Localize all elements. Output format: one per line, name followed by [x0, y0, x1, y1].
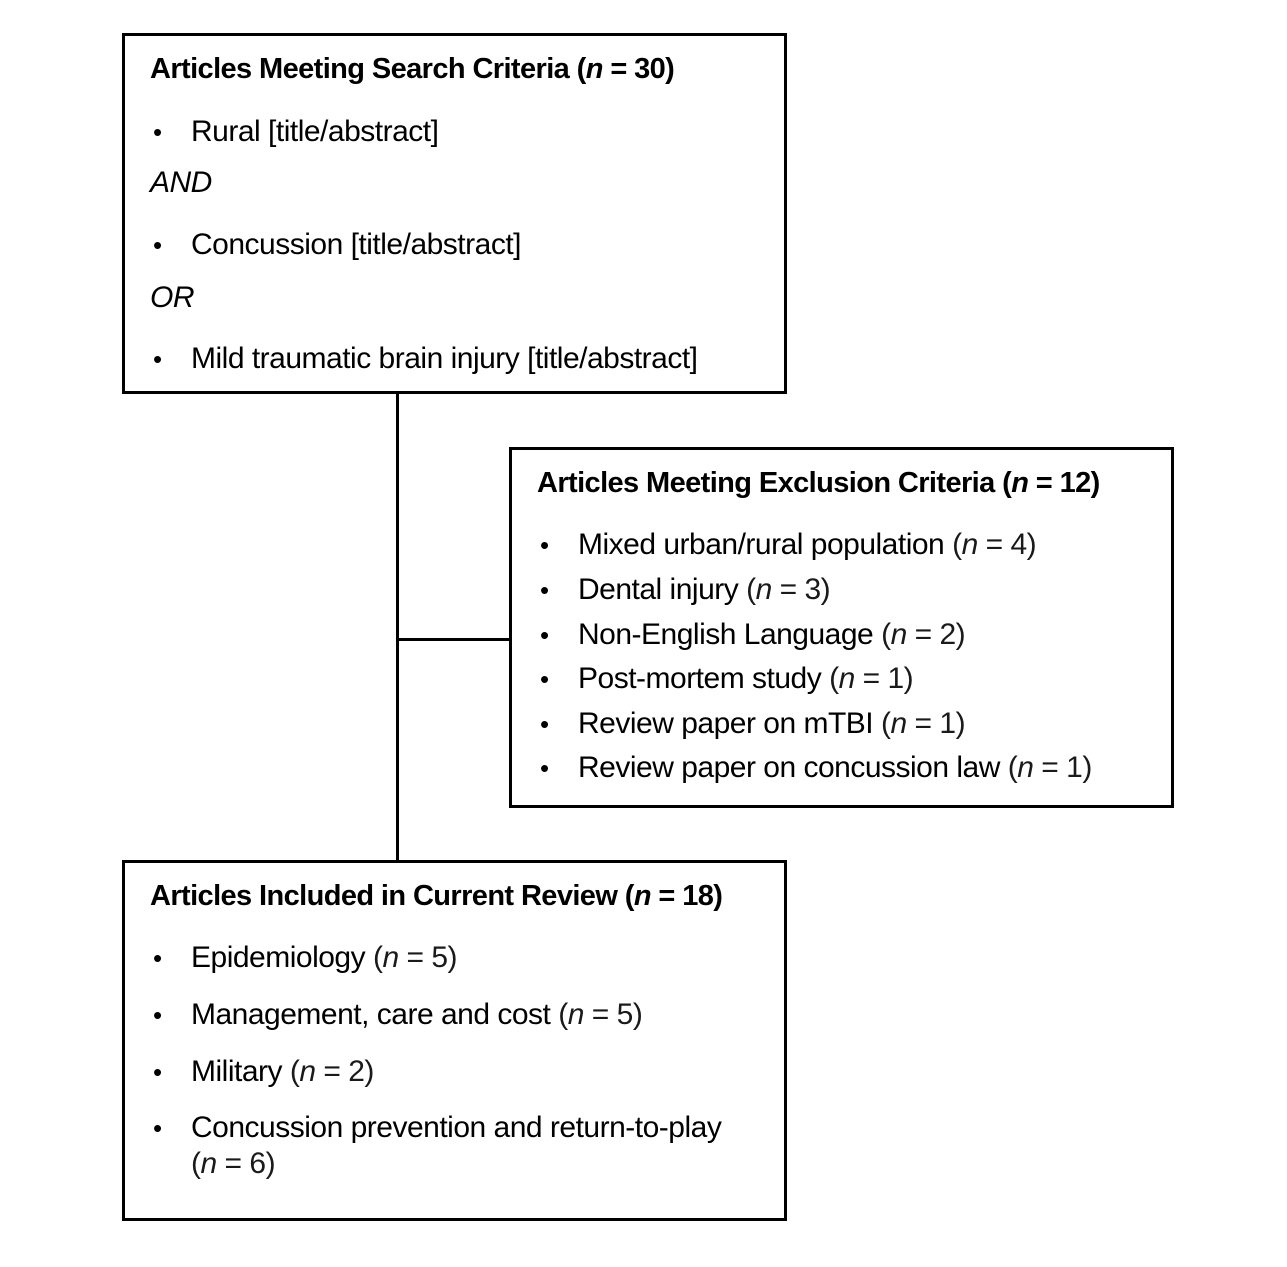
list-item: • Mild traumatic brain injury [title/abs… [153, 341, 698, 377]
search-item-mtbi: Mild traumatic brain injury [title/abstr… [191, 342, 698, 375]
bullet: • [540, 575, 549, 605]
exclusion-title-text: Articles Meeting Exclusion Criteria [537, 467, 995, 499]
horizontal-connector [397, 638, 511, 641]
included-item-count: = 6 [224, 1147, 267, 1180]
included-item-label: Concussion prevention and return-to-play [191, 1111, 722, 1144]
exclusion-item-label: Review paper on mTBI [578, 707, 874, 740]
list-item: • Concussion [title/abstract] [153, 227, 522, 263]
list-item: • Dental injury (n = 3) [540, 573, 831, 606]
bullet: • [540, 530, 549, 560]
bullet: • [153, 1057, 162, 1087]
bullet: • [153, 943, 162, 973]
exclusion-item-count: = 4 [985, 528, 1028, 561]
list-item: • Concussion prevention and return-to-pl… [153, 1111, 722, 1180]
bullet: • [153, 117, 162, 147]
included-count-value: = 18 [658, 880, 714, 912]
included-count-var: n [633, 880, 652, 912]
exclusion-criteria-title: Articles Meeting Exclusion Criteria (n =… [537, 467, 1100, 499]
search-item-concussion: Concussion [title/abstract] [191, 228, 522, 261]
included-item-label: Management, care and cost [191, 998, 551, 1031]
included-item-label: Epidemiology [191, 941, 366, 974]
bullet: • [153, 1000, 162, 1030]
search-count-var: n [585, 53, 604, 85]
list-item: • Non-English Language (n = 2) [540, 618, 966, 651]
exclusion-item-count: = 1 [862, 662, 905, 695]
included-review-box: Articles Included in Current Review (n =… [122, 860, 787, 1221]
exclusion-count-value: = 12 [1035, 467, 1091, 499]
list-item: • Management, care and cost (n = 5) [153, 998, 643, 1031]
search-title-text: Articles Meeting Search Criteria [150, 53, 570, 85]
exclusion-item-count: = 3 [779, 573, 822, 606]
included-item-count: = 2 [323, 1055, 365, 1088]
included-title-text: Articles Included in Current Review [150, 880, 618, 912]
exclusion-item-label: Review paper on concussion law [578, 751, 1000, 784]
exclusion-criteria-box: Articles Meeting Exclusion Criteria (n =… [509, 447, 1174, 808]
logic-or: OR [150, 281, 195, 314]
bullet: • [540, 753, 549, 783]
exclusion-count-var: n [1011, 467, 1029, 499]
bullet: • [540, 620, 549, 650]
search-item-rural: Rural [title/abstract] [191, 115, 439, 148]
search-count-value: = 30 [610, 53, 666, 85]
bullet: • [153, 230, 162, 260]
included-item-label: Military [191, 1055, 283, 1088]
list-item: • Mixed urban/rural population (n = 4) [540, 528, 1037, 561]
included-review-title: Articles Included in Current Review (n =… [150, 880, 723, 912]
exclusion-item-label: Dental injury [578, 573, 739, 606]
bullet: • [540, 664, 549, 694]
exclusion-item-label: Post-mortem study [578, 662, 822, 695]
bullet: • [153, 344, 162, 374]
exclusion-item-label: Non-English Language [578, 618, 874, 651]
search-criteria-title: Articles Meeting Search Criteria (n = 30… [150, 53, 675, 85]
included-item-count: = 5 [406, 941, 448, 974]
list-item: • Post-mortem study (n = 1) [540, 662, 914, 695]
list-item: • Epidemiology (n = 5) [153, 941, 458, 974]
exclusion-item-count: = 2 [914, 618, 957, 651]
search-criteria-box: Articles Meeting Search Criteria (n = 30… [122, 33, 787, 394]
included-item-count: = 5 [591, 998, 634, 1031]
exclusion-item-count: = 1 [914, 707, 957, 740]
exclusion-item-label: Mixed urban/rural population [578, 528, 945, 561]
bullet: • [540, 709, 549, 739]
list-item: • Rural [title/abstract] [153, 114, 439, 150]
list-item: • Military (n = 2) [153, 1055, 374, 1088]
list-item: • Review paper on concussion law (n = 1) [540, 751, 1092, 784]
vertical-connector [396, 392, 399, 862]
logic-and: AND [150, 166, 212, 199]
exclusion-item-count: = 1 [1041, 751, 1083, 784]
list-item: • Review paper on mTBI (n = 1) [540, 707, 966, 740]
bullet: • [153, 1113, 162, 1143]
